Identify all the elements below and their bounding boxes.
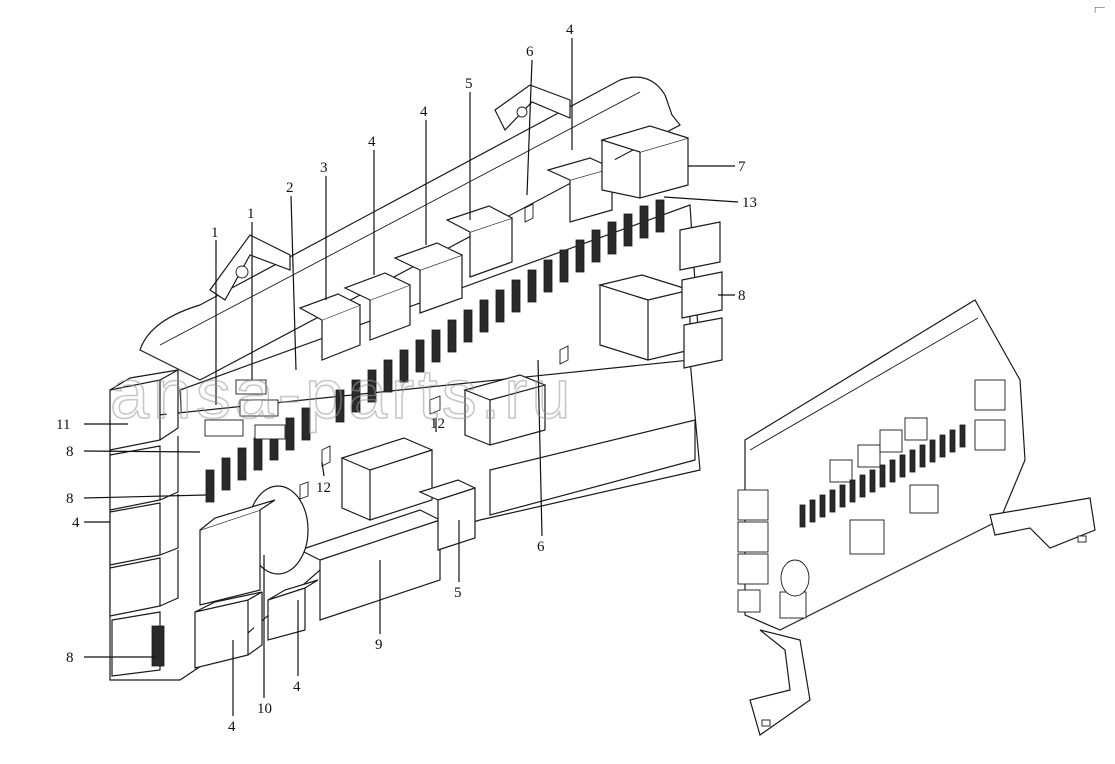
callout-4: 4 bbox=[566, 22, 574, 38]
callout-1: 1 bbox=[211, 225, 219, 241]
relay-bottom-four bbox=[194, 591, 263, 669]
callout-11: 11 bbox=[56, 417, 70, 433]
callout-4: 4 bbox=[293, 679, 301, 695]
mini-fuse-cluster bbox=[204, 379, 286, 440]
leader-lines bbox=[83, 38, 739, 716]
secondary-fuse-row bbox=[799, 424, 966, 528]
block-nine bbox=[298, 509, 441, 621]
fuse-row bbox=[205, 199, 665, 503]
callout-13: 13 bbox=[742, 195, 757, 211]
callout-3: 3 bbox=[320, 160, 328, 176]
callout-12: 12 bbox=[316, 480, 331, 496]
callout-4: 4 bbox=[72, 515, 80, 531]
callout-6: 6 bbox=[537, 539, 545, 555]
relay-six bbox=[463, 374, 546, 446]
callout-1: 1 bbox=[247, 206, 255, 222]
secondary-box-bracket-top bbox=[989, 497, 1096, 549]
callout-2: 2 bbox=[286, 180, 294, 196]
mounting-bracket-right bbox=[494, 84, 571, 132]
watermark-text: ansa-parts.ru bbox=[110, 355, 574, 433]
secondary-relays bbox=[737, 379, 1006, 619]
callout-5: 5 bbox=[454, 585, 462, 601]
callout-5: 5 bbox=[465, 76, 473, 92]
callout-7: 7 bbox=[738, 159, 746, 175]
relay-bottom-four-b bbox=[267, 579, 319, 641]
relay-center bbox=[340, 437, 433, 521]
mounting-bracket-left bbox=[209, 234, 291, 301]
block-five-lower bbox=[418, 479, 476, 551]
callout-10: 10 bbox=[257, 701, 272, 717]
top-relays bbox=[298, 125, 689, 361]
callout-8: 8 bbox=[66, 444, 74, 460]
callout-12: 12 bbox=[430, 416, 445, 432]
callout-4: 4 bbox=[368, 134, 376, 150]
callout-8: 8 bbox=[66, 491, 74, 507]
corner-mark: ┌─ bbox=[1092, 2, 1105, 13]
callout-4: 4 bbox=[228, 719, 236, 735]
callout-8: 8 bbox=[738, 288, 746, 304]
main-relay-box bbox=[109, 76, 723, 681]
secondary-relay-box bbox=[737, 299, 1096, 736]
callout-labels: 4 6 5 4 4 3 2 1 1 7 13 8 11 8 8 4 12 12 … bbox=[56, 22, 757, 735]
left-relay-column bbox=[109, 369, 179, 677]
box-back-housing bbox=[139, 76, 681, 381]
callout-4: 4 bbox=[420, 104, 428, 120]
secondary-box-bracket-bottom bbox=[749, 629, 811, 736]
callout-8: 8 bbox=[66, 650, 74, 666]
relay-ten bbox=[199, 485, 309, 606]
callout-9: 9 bbox=[375, 637, 383, 653]
callout-6: 6 bbox=[526, 44, 534, 60]
terminal-marks bbox=[299, 203, 569, 500]
right-connectors bbox=[679, 221, 723, 369]
